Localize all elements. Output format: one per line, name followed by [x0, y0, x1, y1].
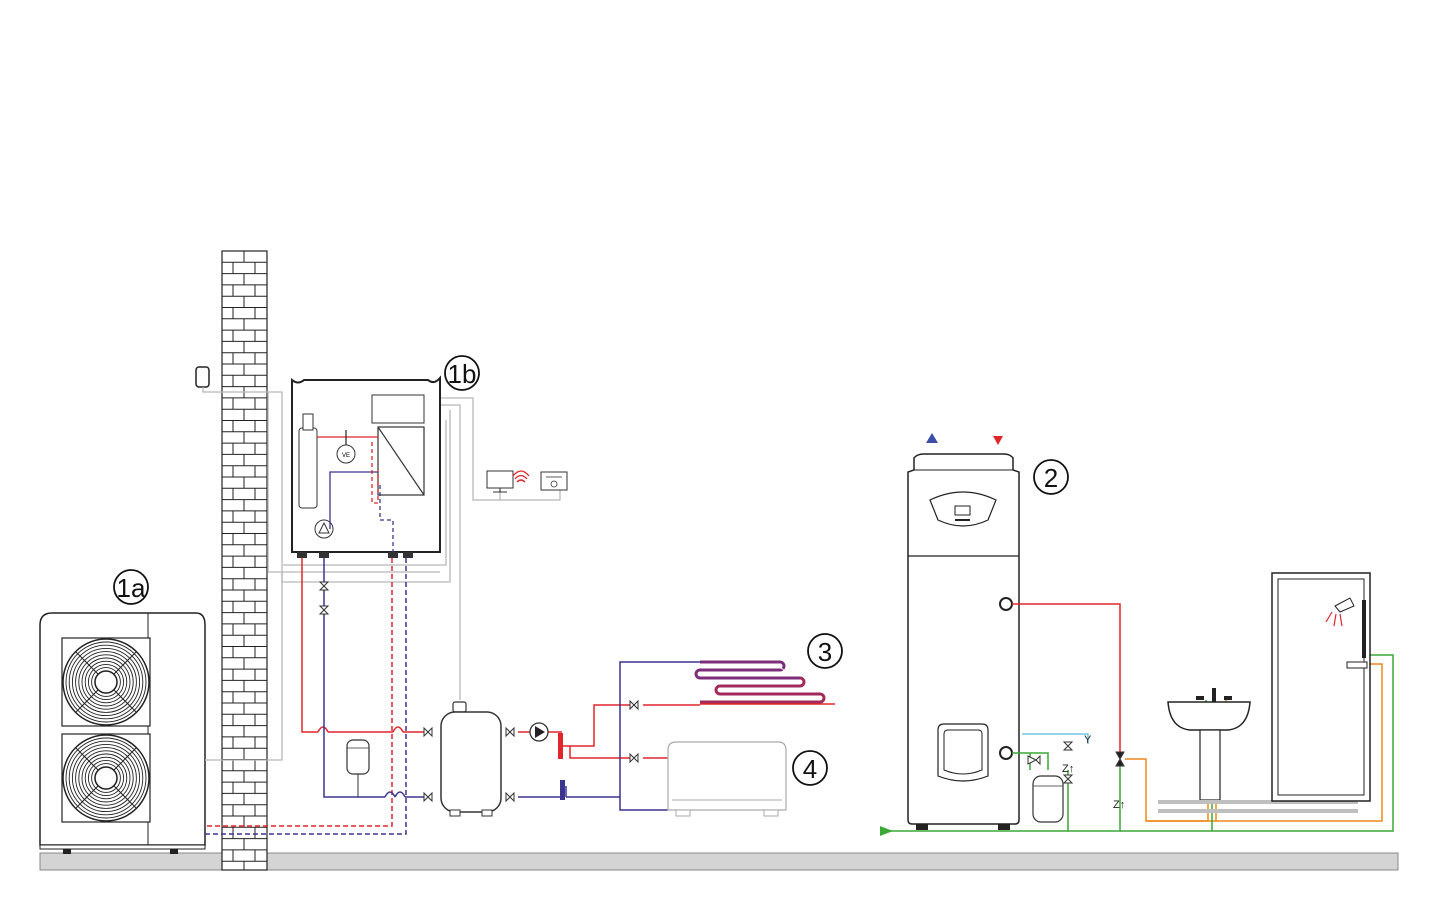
marker-4: 4: [792, 750, 828, 786]
valve-label-z1: Z↑: [1062, 763, 1074, 775]
circulation-pump-icon: [529, 722, 549, 742]
svg-text:4: 4: [803, 754, 817, 784]
shower-icon: [1271, 572, 1371, 802]
svg-text:2: 2: [1044, 463, 1058, 493]
safety-group-icon: [1027, 741, 1125, 784]
marker-1a: 1a: [113, 569, 149, 605]
indoor-module-icon: VE: [291, 375, 441, 558]
svg-text:3: 3: [818, 637, 832, 667]
ground-floor: [39, 852, 1399, 871]
marker-3: 3: [807, 633, 843, 669]
valve-label-z2: Z↑: [1113, 799, 1125, 811]
buffer-tank-icon: [440, 701, 502, 817]
expansion-vessel-dhw-icon: [1032, 775, 1064, 823]
outdoor-sensor-icon: [195, 366, 210, 388]
svg-text:1b: 1b: [448, 359, 477, 389]
svg-text:1a: 1a: [117, 573, 146, 603]
cold-inlet-icon: [926, 433, 938, 443]
isolation-valve-icon: [318, 581, 639, 803]
washbasin-icon: [1167, 688, 1251, 801]
radiator-icon: [667, 741, 787, 817]
brick-wall-icon: [221, 250, 268, 871]
wireless-thermostat-icon: [486, 470, 530, 493]
marker-1b: 1b: [444, 355, 480, 391]
heat-pump-water-heater-icon: [907, 436, 1020, 830]
expansion-vessel-icon: [346, 739, 370, 797]
wall-thermostat-icon: [540, 471, 568, 491]
underfloor-heating-icon: [694, 660, 835, 705]
control-wiring: [202, 387, 561, 761]
outdoor-unit-icon: [39, 612, 206, 854]
valve-label-y: Y: [1084, 734, 1092, 746]
marker-2: 2: [1033, 459, 1069, 495]
svg-text:VE: VE: [342, 453, 350, 459]
